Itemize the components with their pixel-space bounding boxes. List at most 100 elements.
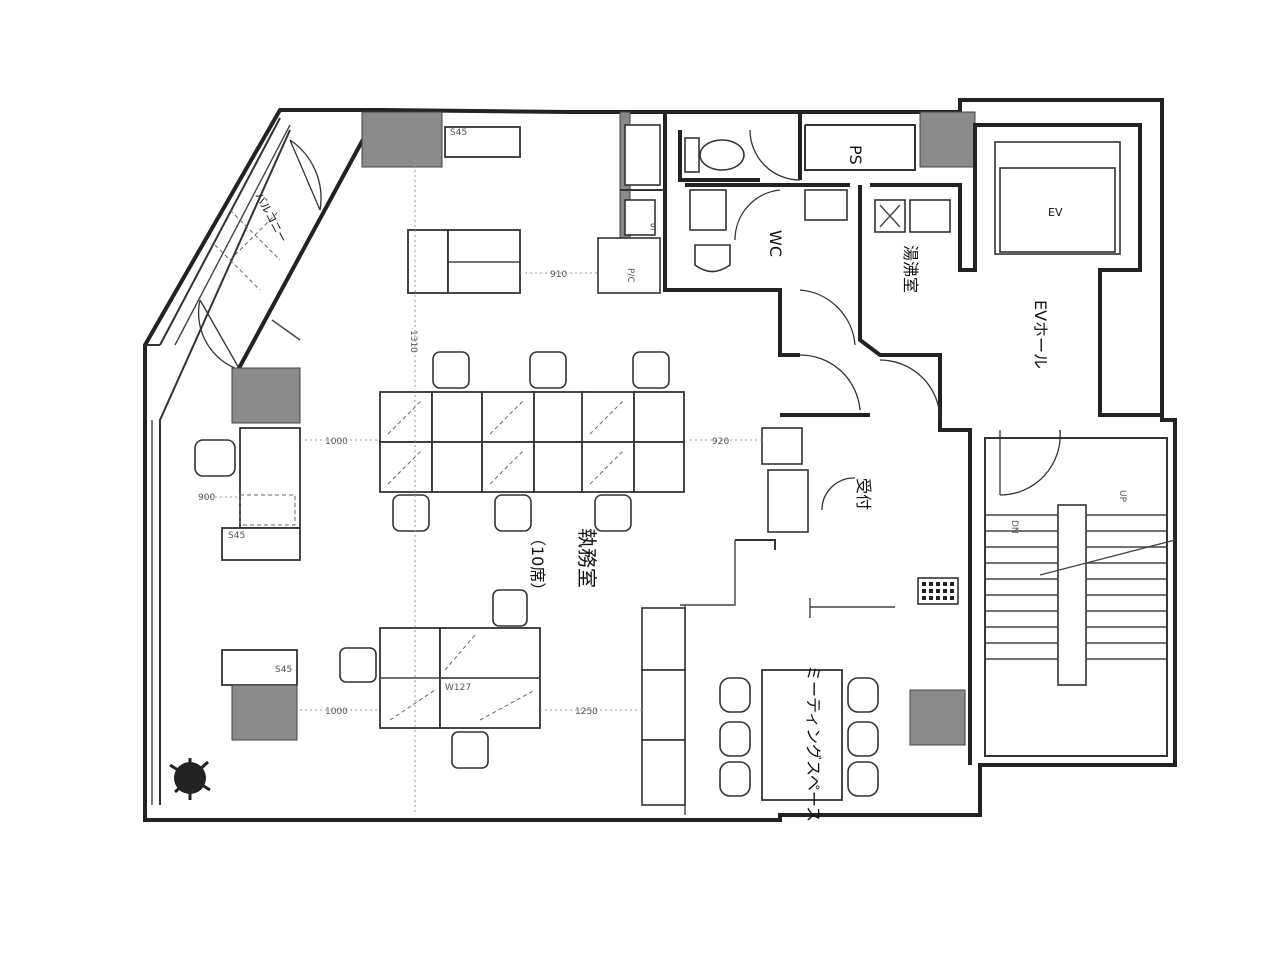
desk-main — [431, 391, 483, 443]
ps-label: PS — [846, 145, 865, 165]
plant-icon — [169, 758, 211, 800]
meeting-chair-east — [847, 761, 879, 797]
cabinet-meeting-1 — [641, 607, 686, 671]
keypad-key — [943, 582, 947, 586]
dim-920: 920 — [712, 437, 729, 447]
desk-cable — [387, 449, 423, 485]
locker-label: S — [650, 223, 656, 233]
wc-label: WC — [766, 230, 785, 257]
door-wc — [749, 129, 801, 181]
dim-900: 900 — [198, 493, 215, 503]
toilet-tank — [684, 137, 700, 173]
desk-cluster-lower — [379, 627, 541, 729]
door-wc-inner — [734, 189, 781, 241]
chair-main-top — [632, 351, 670, 389]
keypad-key — [922, 589, 926, 593]
kitchen-sink — [909, 199, 951, 233]
meeting-space-label: ミーティングスペース — [804, 665, 823, 822]
stair-up-label: UP — [1117, 490, 1127, 503]
keypad-key — [936, 582, 940, 586]
desk-main — [633, 391, 685, 443]
printer-label: P/C — [625, 268, 635, 283]
meeting-chair-east — [847, 721, 879, 757]
column-ne-ev — [919, 111, 976, 168]
column-w — [231, 367, 301, 424]
elevator — [994, 141, 1121, 255]
keypad-key — [922, 596, 926, 600]
keypad-key — [943, 589, 947, 593]
locker-shelf — [624, 199, 656, 236]
desk-cable — [589, 399, 625, 435]
desk-main — [533, 441, 585, 493]
meeting-chairs — [719, 677, 879, 797]
keypad-key — [929, 596, 933, 600]
dim-910: 910 — [550, 270, 567, 280]
desk-main — [533, 391, 585, 443]
balcony-area — [159, 117, 377, 371]
meeting-chair-west — [719, 677, 751, 713]
door-corridor2 — [799, 289, 856, 346]
keypad-key — [936, 596, 940, 600]
ev-hall-label: EVホール — [1031, 300, 1050, 369]
chair-main-top — [432, 351, 470, 389]
stair-dn-label: DN — [1009, 520, 1019, 534]
desk-main — [379, 441, 433, 493]
reception-label: 受付 — [854, 478, 873, 510]
desk-cable — [387, 399, 423, 435]
keypad-key — [929, 589, 933, 593]
meeting-chair-west — [719, 721, 751, 757]
cabinet-west — [239, 494, 296, 526]
desk-main — [581, 391, 635, 443]
urinal — [694, 244, 731, 273]
door-corridor — [799, 354, 861, 411]
desk-main — [581, 441, 635, 493]
desk-west2-tag: S45 — [275, 665, 292, 675]
reception-counter — [680, 427, 856, 606]
service-core-walls — [620, 112, 1162, 765]
desk-main — [431, 441, 483, 493]
cabinet-meeting-3 — [641, 739, 686, 806]
desk-main — [481, 391, 535, 443]
staircase — [984, 437, 1176, 757]
chair-main-bottom — [494, 494, 532, 532]
locker-top — [624, 124, 661, 186]
chairs-main — [392, 351, 670, 532]
desk-west-1 — [239, 427, 301, 529]
door-reception — [879, 359, 941, 421]
desk-cable — [489, 399, 525, 435]
ev-label: EV — [1048, 206, 1063, 219]
keypad-key — [929, 582, 933, 586]
chair-main-bottom — [392, 494, 430, 532]
toilet2-tank — [689, 189, 727, 231]
desk-main — [379, 391, 433, 443]
desk-west-1b — [221, 527, 301, 561]
dim-1000-top: 1000 — [325, 437, 348, 447]
meeting-chair-west — [719, 761, 751, 797]
cabinet-meeting-2 — [641, 669, 686, 741]
column-sw-meeting — [909, 689, 966, 746]
chair-lower-1 — [492, 589, 528, 627]
column-ne-balcony — [361, 111, 443, 168]
desk-west-tag: S45 — [228, 531, 245, 541]
printer — [597, 237, 661, 294]
chair-lower-3 — [451, 731, 489, 769]
desk-lower-tag: W127 — [445, 683, 471, 693]
dim-1310: 1310 — [408, 330, 418, 353]
desk-cluster-main — [379, 391, 685, 493]
desk-main — [633, 441, 685, 493]
keypad-key — [943, 596, 947, 600]
toilet-bowl — [699, 139, 745, 171]
kitchenette-label: 湯沸室 — [901, 245, 920, 293]
keypad-key — [950, 589, 954, 593]
keypad-key — [922, 582, 926, 586]
desk-cable — [489, 449, 525, 485]
desk-main — [481, 441, 535, 493]
chair-lower-2 — [339, 647, 377, 683]
keypad-key — [936, 589, 940, 593]
desk-west-2-dark — [231, 684, 298, 741]
door-ev-hall — [999, 429, 1061, 496]
keypad-key — [950, 596, 954, 600]
chair-main-top — [529, 351, 567, 389]
dim-1250: 1250 — [575, 707, 598, 717]
